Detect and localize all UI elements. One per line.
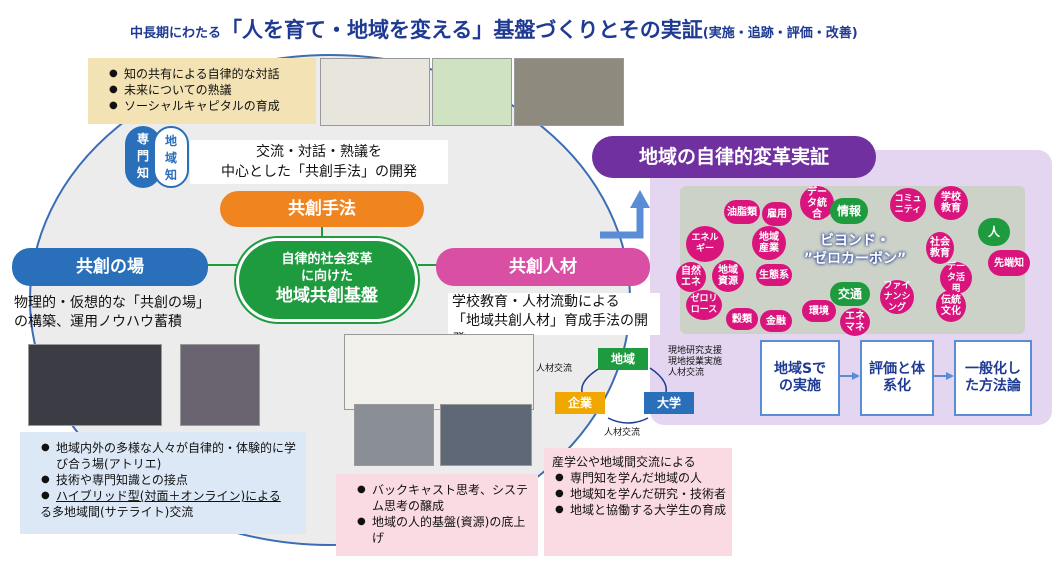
tag-zero-waste: ゼロリロース	[686, 290, 722, 320]
tag-data-use: データ活用	[940, 262, 972, 294]
tag-environment: 環境	[802, 300, 836, 322]
photo-classroom	[354, 404, 434, 466]
bullet: ハイブリッド型(対面＋オンライン)による	[41, 488, 300, 504]
bullet: バックキャスト思考、システム思考の醸成	[357, 482, 532, 514]
bullet: 地域内外の多様な人々が自律的・体験的に学び合う場(アトリエ)	[41, 440, 300, 472]
tag-ene-manage: エネマネ	[840, 308, 870, 336]
method-bullets-box: バックキャスト思考、システム思考の醸成 地域の人的基盤(資源)の底上げ	[336, 474, 538, 556]
tag-financing: ファイナンシング	[880, 280, 914, 314]
bullet: 知の共有による自律的な対話	[109, 66, 310, 82]
flow-box-implement: 地域Sでの実施	[760, 340, 840, 416]
tag-nature-energy: 自然エネ	[676, 262, 706, 292]
beyond-zero-carbon: ビヨンド・ ”ゼロカーボン”	[803, 233, 907, 267]
field-label: 共創の場	[12, 248, 208, 286]
field-description: 物理的・仮想的な「共創の場」 の構築、運用ノウハウ蓄積	[14, 295, 210, 330]
photo-meeting	[514, 58, 624, 126]
bullet: 専門知を学んだ地域の人	[555, 470, 726, 486]
photo-whiteboard-2	[432, 58, 512, 126]
tag-info: 情報	[830, 198, 868, 224]
exchange-left-label: 人材交流	[536, 364, 573, 374]
tag-social-edu: 社会教育	[926, 232, 954, 264]
node-company: 企業	[555, 392, 605, 414]
tag-tradition: 伝統文化	[936, 290, 966, 322]
support-labels: 現地研究支援 現地授業実施 人材交流	[668, 346, 723, 378]
tag-energy: エネルギー	[686, 226, 724, 262]
tag-advanced: 先端知	[988, 250, 1030, 276]
photo-student	[440, 404, 532, 466]
bullet: 地域の人的基盤(資源)の底上げ	[357, 514, 532, 546]
tag-ecosystem: 生態系	[756, 264, 792, 286]
tag-community: コミュニティ	[890, 188, 926, 222]
tag-traffic: 交通	[830, 282, 870, 306]
photo-digital-screen	[180, 344, 260, 426]
transform-title: 地域の自律的変革実証	[592, 136, 876, 178]
tag-local-resource: 地域資源	[712, 260, 744, 292]
bullet: 地域と協働する大学生の育成	[555, 502, 726, 518]
local-knowledge-circle: 地域知	[153, 126, 189, 188]
node-university: 大学	[644, 392, 694, 414]
bullet: 技術や専門知識との接点	[41, 472, 300, 488]
photo-atelier-room	[28, 344, 162, 426]
top-bullet-box: 知の共有による自律的な対話 未来についての熟議 ソーシャルキャピタルの育成	[88, 58, 316, 124]
tag-person: 人	[978, 218, 1010, 246]
tag-local-industry: 地域産業	[752, 226, 786, 260]
center-platform: 自律的社会変革 に向けた 地域共創基盤	[236, 238, 418, 322]
bullet: 未来についての熟議	[109, 82, 310, 98]
flow-box-evaluate: 評価と体系化	[860, 340, 934, 416]
photo-whiteboard-1	[320, 58, 430, 126]
bullet: 地域知を学んだ研究・技術者	[555, 486, 726, 502]
tag-oil: 油脂類	[724, 200, 760, 224]
tag-school-edu: 学校教育	[934, 186, 968, 220]
bullet: ソーシャルキャピタルの育成	[109, 98, 310, 114]
method-label: 共創手法	[220, 191, 424, 227]
tag-employment: 雇用	[762, 202, 792, 226]
tag-money: 金融	[760, 310, 792, 332]
talent-description: 学校教育・人材流動による 「地域共創人材」育成手法の開発	[448, 293, 660, 348]
method-description: 交流・対話・熟議を 中心とした「共創手法」の開発	[190, 140, 448, 184]
tag-grain: 穀類	[726, 308, 758, 330]
talent-bullets-box: 産学公や地域間交流による 専門知を学んだ地域の人 地域知を学んだ研究・技術者 地…	[544, 448, 732, 556]
page-title: 中長期にわたる「人を育て・地域を変える」基盤づくりとその実証(実施・追跡・評価・…	[130, 18, 858, 42]
exchange-bottom-label: 人材交流	[604, 428, 641, 438]
flow-box-general: 一般化した方法論	[954, 340, 1032, 416]
node-region: 地域	[598, 348, 648, 370]
field-bullets-box: 地域内外の多様な人々が自律的・体験的に学び合う場(アトリエ) 技術や専門知識との…	[20, 432, 306, 534]
tag-data-integration: データ統合	[800, 186, 834, 220]
talent-label: 共創人材	[436, 248, 650, 286]
photo-backcast-slides	[344, 334, 534, 410]
